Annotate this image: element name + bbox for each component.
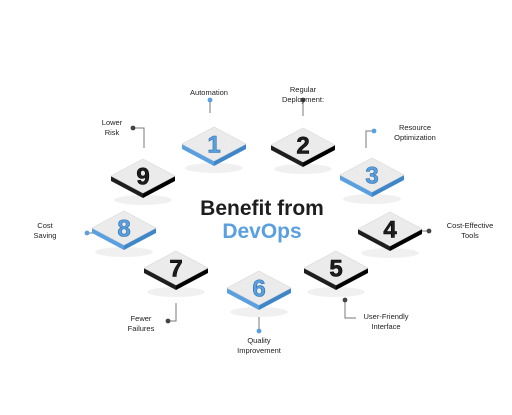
tile-side-right bbox=[303, 145, 335, 167]
tile-side-right bbox=[124, 228, 156, 250]
tile-side-left bbox=[92, 228, 124, 250]
tile-shadow bbox=[343, 194, 401, 204]
tile-side-right bbox=[176, 268, 208, 290]
connector-dot bbox=[371, 128, 377, 134]
tile-shadow bbox=[114, 195, 172, 205]
connector-line bbox=[365, 130, 374, 148]
tile-top bbox=[91, 210, 157, 246]
tile-top bbox=[357, 211, 423, 247]
tile-number: 3 bbox=[365, 162, 378, 189]
tile-side-left bbox=[340, 175, 372, 197]
tile-top bbox=[339, 157, 405, 193]
tile-shadow bbox=[230, 307, 288, 317]
tile-top bbox=[303, 250, 369, 286]
tile-top bbox=[226, 270, 292, 306]
diagram-title: Benefit from bbox=[200, 197, 324, 220]
connector-line bbox=[344, 300, 356, 319]
tiles: 1 2 34 5 6 7 89 bbox=[91, 126, 423, 317]
tile-shadow bbox=[95, 247, 153, 257]
tile-side-right bbox=[390, 229, 422, 251]
tile-side-right bbox=[143, 176, 175, 198]
tile-7: 7 bbox=[143, 250, 209, 297]
connector-dot bbox=[342, 297, 348, 303]
tile-side-left bbox=[182, 144, 214, 166]
connector-dot bbox=[426, 228, 432, 234]
tile-side-right bbox=[372, 175, 404, 197]
diagram-subtitle: DevOps bbox=[222, 220, 302, 243]
connector-dot bbox=[207, 97, 213, 103]
tile-number: 1 bbox=[207, 131, 220, 158]
tile-side-left bbox=[227, 288, 259, 310]
tile-shadow bbox=[185, 163, 243, 173]
tile-1: 1 bbox=[181, 126, 247, 173]
tile-4: 4 bbox=[357, 211, 423, 258]
tile-side-left bbox=[304, 268, 336, 290]
tile-top bbox=[143, 250, 209, 286]
tile-side-right bbox=[259, 288, 291, 310]
tile-side-left bbox=[271, 145, 303, 167]
tile-side-right bbox=[214, 144, 246, 166]
tile-number: 6 bbox=[252, 275, 265, 302]
tile-number: 5 bbox=[329, 255, 342, 282]
connector-dot bbox=[300, 97, 306, 103]
tile-9: 9 bbox=[110, 158, 176, 205]
connector-line bbox=[168, 303, 177, 322]
tile-number: 2 bbox=[296, 132, 309, 159]
tile-shadow bbox=[147, 287, 205, 297]
tile-number: 4 bbox=[383, 216, 397, 243]
tile-number: 8 bbox=[117, 215, 130, 242]
tile-2: 2 bbox=[270, 127, 336, 174]
tile-side-left bbox=[111, 176, 143, 198]
tile-3: 3 bbox=[339, 157, 405, 204]
connector-dot bbox=[130, 125, 136, 131]
label-automation: Automation bbox=[190, 88, 228, 97]
tile-side-left bbox=[144, 268, 176, 290]
connector-dot bbox=[84, 230, 90, 236]
tile-number: 9 bbox=[136, 163, 149, 190]
tile-shadow bbox=[361, 248, 419, 258]
tile-side-right bbox=[336, 268, 368, 290]
tile-8: 8 bbox=[91, 210, 157, 257]
connector-line bbox=[133, 127, 145, 148]
tile-number: 7 bbox=[169, 255, 182, 282]
tile-6: 6 bbox=[226, 270, 292, 317]
tile-side-left bbox=[358, 229, 390, 251]
connector-dot bbox=[165, 318, 171, 324]
tile-shadow bbox=[274, 164, 332, 174]
tile-shadow bbox=[307, 287, 365, 297]
tile-top bbox=[181, 126, 247, 162]
tile-top bbox=[270, 127, 336, 163]
connectors bbox=[84, 97, 432, 334]
tile-5: 5 bbox=[303, 250, 369, 297]
connector-dot bbox=[256, 328, 262, 334]
tile-top bbox=[110, 158, 176, 194]
